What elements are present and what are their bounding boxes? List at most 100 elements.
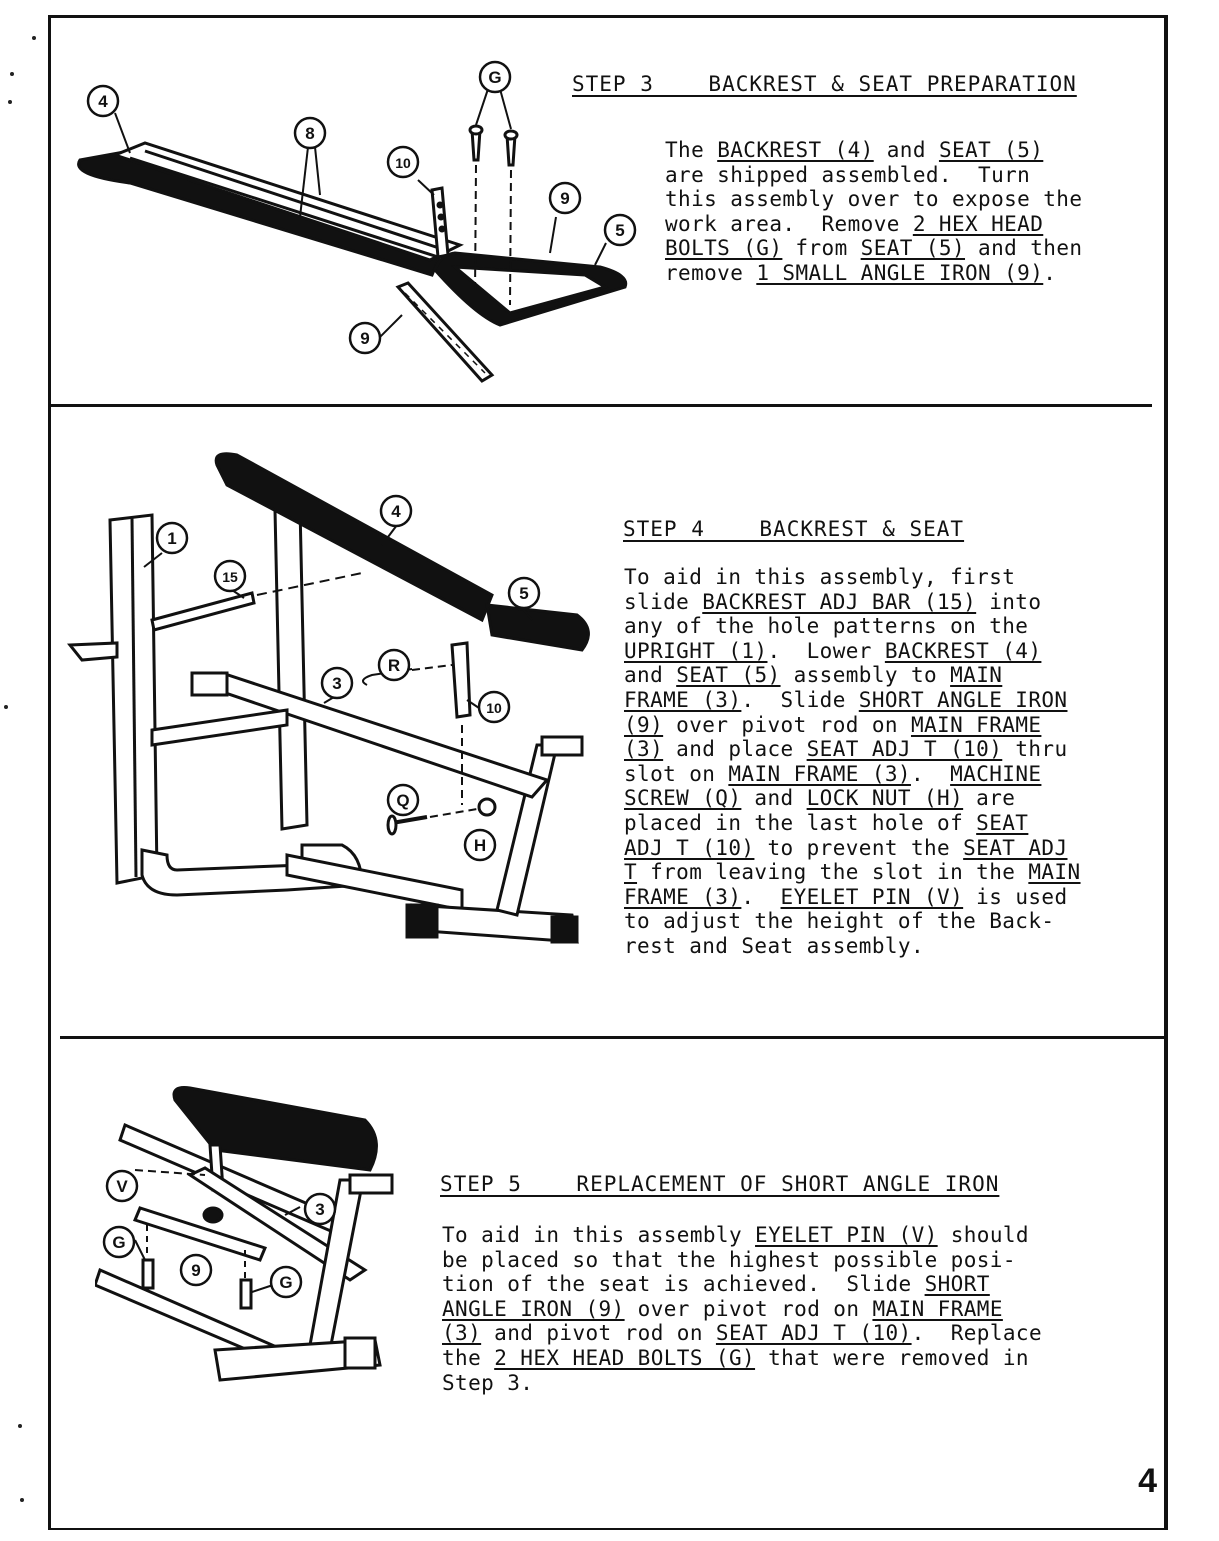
- instruction-line: and SEAT (5) assembly to MAIN: [624, 663, 1154, 688]
- part-reference: BACKREST (4): [884, 638, 1042, 663]
- part-reference: MAIN FRAME: [872, 1296, 1003, 1321]
- svg-text:G: G: [112, 1233, 125, 1252]
- instruction-text: remove: [665, 260, 757, 285]
- instruction-line: rest and Seat assembly.: [624, 934, 1154, 959]
- instruction-text: slide: [624, 589, 703, 614]
- instruction-text: placed in the last hole of: [624, 810, 977, 835]
- callout-5: 5: [507, 576, 541, 610]
- instruction-line: slot on MAIN FRAME (3). MACHINE: [624, 762, 1154, 787]
- callout-9: 9: [548, 181, 582, 215]
- part-reference: ADJ T (10): [624, 835, 755, 860]
- part-reference: T: [624, 860, 638, 885]
- svg-text:1: 1: [167, 529, 176, 548]
- instruction-text: the: [442, 1345, 495, 1370]
- callout-g: G: [102, 1225, 136, 1259]
- part-reference: BOLTS (G): [665, 236, 783, 261]
- instruction-text: work area. Remove: [665, 211, 913, 236]
- part-reference: EYELET PIN (V): [780, 884, 964, 909]
- instruction-text: is used: [963, 884, 1068, 909]
- part-reference: SEAT: [976, 810, 1029, 835]
- step5-illustration: V 3 G 9 G: [95, 1086, 394, 1382]
- instruction-text: Step 3.: [442, 1370, 534, 1395]
- instruction-line: FRAME (3). EYELET PIN (V) is used: [624, 885, 1154, 910]
- instruction-text: To aid in this assembly: [442, 1223, 756, 1247]
- part-reference: SEAT (5): [938, 138, 1044, 162]
- callout-g: G: [478, 60, 512, 94]
- instruction-line: SCREW (Q) and LOCK NUT (H) are: [624, 786, 1154, 811]
- instruction-line: (3) and pivot rod on SEAT ADJ T (10). Re…: [442, 1321, 1142, 1346]
- part-reference: BACKREST (4): [717, 138, 874, 162]
- part-reference: MAIN: [1028, 860, 1081, 885]
- instruction-text: should: [937, 1223, 1029, 1247]
- speck: [10, 72, 14, 76]
- part-reference: SEAT ADJ T (10): [806, 737, 1003, 762]
- part-reference: UPRIGHT (1): [624, 638, 768, 663]
- instruction-text: any of the hole patterns on the: [624, 614, 1029, 639]
- instruction-line: FRAME (3). Slide SHORT ANGLE IRON: [624, 688, 1154, 713]
- svg-text:H: H: [474, 836, 486, 855]
- instruction-text: from leaving the slot in the: [637, 860, 1029, 885]
- part-reference: FRAME (3): [624, 884, 742, 909]
- instruction-line: this assembly over to expose the: [665, 187, 1155, 212]
- instruction-text: assembly to: [780, 663, 951, 688]
- instruction-line: ANGLE IRON (9) over pivot rod on MAIN FR…: [442, 1297, 1142, 1322]
- instruction-text: and: [741, 786, 807, 811]
- instruction-text: and place: [663, 737, 807, 762]
- svg-text:5: 5: [615, 221, 624, 240]
- svg-text:4: 4: [391, 502, 401, 521]
- part-reference: ANGLE IRON (9): [442, 1296, 625, 1321]
- instruction-line: are shipped assembled. Turn: [665, 163, 1155, 188]
- svg-text:4: 4: [98, 92, 108, 111]
- part-reference: BACKREST ADJ BAR (15): [702, 589, 977, 614]
- instruction-line: Step 3.: [442, 1371, 1142, 1396]
- instruction-line: The BACKREST (4) and SEAT (5): [665, 138, 1155, 163]
- instruction-text: and pivot rod on: [481, 1321, 716, 1346]
- instruction-line: be placed so that the highest possible p…: [442, 1248, 1142, 1273]
- callout-9: 9: [179, 1253, 213, 1287]
- instruction-line: UPRIGHT (1). Lower BACKREST (4): [624, 639, 1154, 664]
- callout-r: R: [377, 648, 411, 682]
- instruction-text: are shipped assembled. Turn: [665, 162, 1031, 187]
- part-reference: (3): [442, 1321, 482, 1346]
- part-reference: SEAT ADJ: [963, 835, 1068, 860]
- svg-text:9: 9: [560, 189, 569, 208]
- instruction-line: (3) and place SEAT ADJ T (10) thru: [624, 737, 1154, 762]
- callout-9: 9: [348, 321, 382, 355]
- svg-text:9: 9: [191, 1261, 200, 1280]
- instruction-line: (9) over pivot rod on MAIN FRAME: [624, 713, 1154, 738]
- svg-text:10: 10: [395, 155, 411, 171]
- section-divider: [50, 404, 1152, 407]
- part-reference: 1 SMALL ANGLE IRON (9): [756, 260, 1044, 285]
- instruction-text: over pivot rod on: [663, 712, 911, 737]
- instruction-line: placed in the last hole of SEAT: [624, 811, 1154, 836]
- instruction-line: BOLTS (G) from SEAT (5) and then: [665, 236, 1155, 261]
- callout-3: 3: [303, 1192, 337, 1226]
- instruction-text: . Replace: [911, 1321, 1043, 1346]
- callout-h: H: [463, 828, 497, 862]
- part-reference: SEAT (5): [676, 663, 781, 688]
- svg-text:R: R: [388, 656, 400, 675]
- instruction-line: T from leaving the slot in the MAIN: [624, 860, 1154, 885]
- callout-10: 10: [477, 690, 511, 724]
- instruction-text: that were removed in: [755, 1345, 1029, 1370]
- step3-illustration: G 4 8 10 9 5 9: [77, 60, 637, 383]
- part-reference: SHORT: [924, 1272, 990, 1297]
- svg-text:3: 3: [315, 1200, 324, 1219]
- section-divider: [60, 1036, 1165, 1039]
- step3-body: The BACKREST (4) and SEAT (5)are shipped…: [665, 138, 1155, 286]
- instruction-text: tion of the seat is achieved. Slide: [442, 1272, 925, 1297]
- callout-1: 1: [155, 521, 189, 555]
- instruction-line: work area. Remove 2 HEX HEAD: [665, 212, 1155, 237]
- svg-text:8: 8: [305, 124, 314, 143]
- callout-4: 4: [86, 84, 120, 118]
- step5-heading: STEP 5 REPLACEMENT OF SHORT ANGLE IRON: [440, 1172, 1000, 1196]
- instruction-text: The: [665, 138, 718, 162]
- speck: [18, 1424, 22, 1428]
- step4-illustration: 1 15 4 5 R 3 10 Q H: [66, 452, 590, 944]
- step5-body: To aid in this assembly EYELET PIN (V) s…: [442, 1223, 1142, 1395]
- instruction-text: to prevent the: [754, 835, 964, 860]
- instruction-text: . Slide: [741, 687, 859, 712]
- speck: [8, 100, 12, 104]
- svg-text:5: 5: [519, 584, 528, 603]
